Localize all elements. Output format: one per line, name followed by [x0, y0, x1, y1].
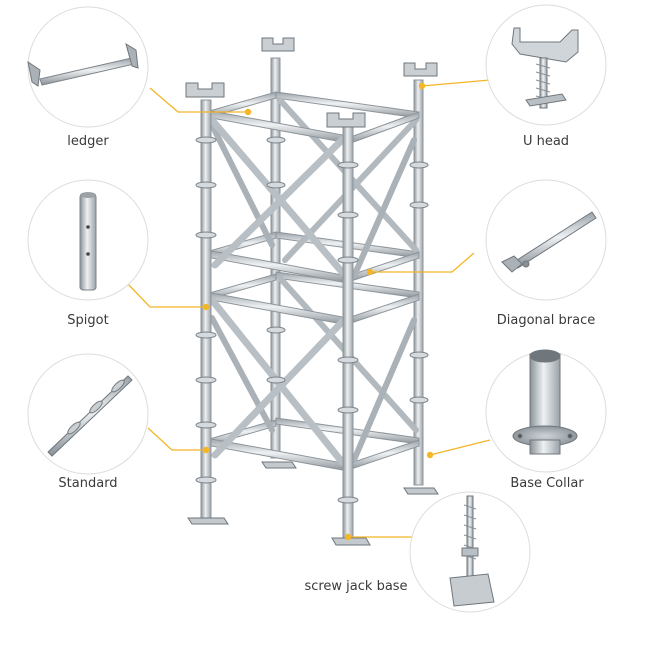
diagonal-brace-callout [486, 180, 606, 300]
leader-base-collar [430, 440, 490, 455]
base-collar-callout [486, 350, 606, 472]
label-diagonal-brace: Diagonal brace [491, 313, 601, 328]
spigot-callout [28, 180, 148, 300]
leader-standard [148, 428, 206, 450]
label-screw-jack-base: screw jack base [300, 579, 412, 594]
label-spigot: Spigot [58, 313, 118, 328]
label-ledger: ledger [60, 134, 116, 149]
u-head-callout [486, 5, 606, 125]
spigot-icon [80, 192, 96, 290]
screw-jack-base-callout [410, 492, 530, 612]
standard-callout [28, 354, 148, 474]
label-base-collar: Base Collar [500, 476, 594, 491]
label-standard: Standard [50, 476, 126, 491]
leader-spigot [127, 283, 206, 307]
base-plates [188, 462, 438, 545]
leader-u-head [422, 80, 490, 86]
standard-front-right [343, 125, 353, 545]
scaffold-tower [186, 38, 438, 545]
label-u-head: U head [513, 134, 579, 149]
ledger-callout [28, 7, 148, 127]
